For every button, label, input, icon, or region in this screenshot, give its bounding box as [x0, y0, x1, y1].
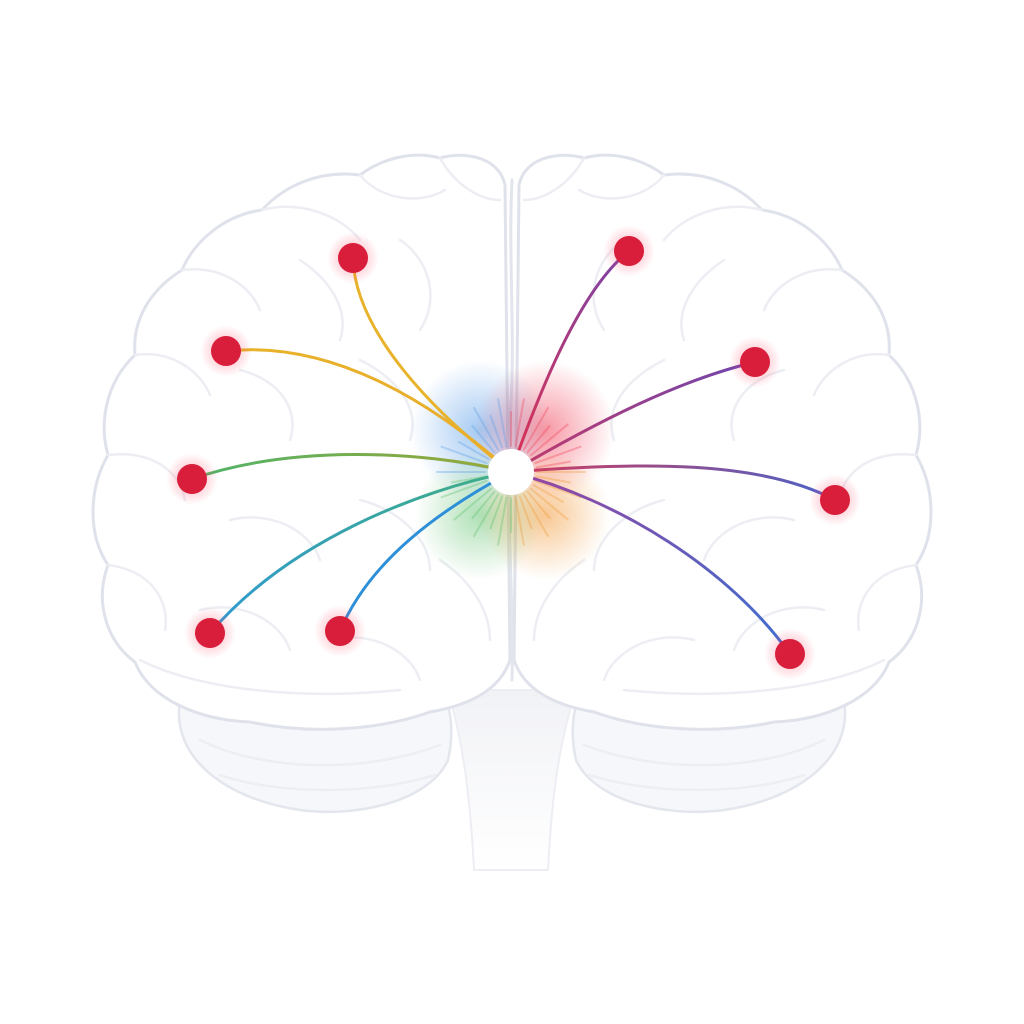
hub-ray [473, 406, 499, 451]
connection-left-mid [190, 453, 513, 481]
hub-ray [497, 496, 508, 546]
node-left-lower [195, 618, 225, 648]
hub-ray [535, 460, 572, 469]
hub-ray [471, 490, 496, 519]
node-right-mid [820, 485, 850, 515]
hub-ray [497, 398, 508, 448]
hub-ray [514, 496, 525, 546]
connection-left-inner-lower [338, 470, 513, 633]
hub-ray [518, 495, 533, 530]
hub-ray [532, 484, 564, 503]
hub-ray [526, 490, 551, 519]
hub-ray [440, 479, 488, 499]
hub-ray [458, 441, 490, 460]
hub-ray [526, 425, 551, 454]
connection-left-lower [208, 470, 513, 635]
hub-ray [440, 445, 488, 465]
node-left-inner-lower [325, 616, 355, 646]
hub-ray [534, 445, 582, 465]
center-hub [488, 449, 534, 495]
node-right-mid-upper [740, 347, 770, 377]
left-hemisphere [91, 153, 512, 731]
hub-ray [489, 495, 504, 530]
hub-ray [529, 487, 569, 521]
connection-right-lower [509, 470, 792, 656]
brain-stem [446, 689, 578, 871]
hub-ray [534, 479, 582, 499]
hub-ray [514, 398, 525, 448]
node-left-mid-upper [211, 336, 241, 366]
node-right-upper [614, 236, 644, 266]
connection-left-mid-upper [224, 348, 513, 474]
hub-ray [471, 425, 496, 454]
connection-right-mid [509, 464, 837, 502]
hub-rays [436, 398, 586, 546]
hub-ray [523, 493, 549, 538]
hub-ray [473, 493, 499, 538]
hub-ray [535, 475, 572, 484]
node-right-lower [775, 639, 805, 669]
nodes-layer [166, 225, 861, 680]
hub-ray [489, 414, 504, 449]
hub-ray [529, 423, 569, 457]
node-left-mid [177, 464, 207, 494]
hub-ray [453, 487, 493, 521]
connection-right-mid-upper [509, 360, 757, 474]
node-left-upper [338, 243, 368, 273]
hub-ray [523, 406, 549, 451]
